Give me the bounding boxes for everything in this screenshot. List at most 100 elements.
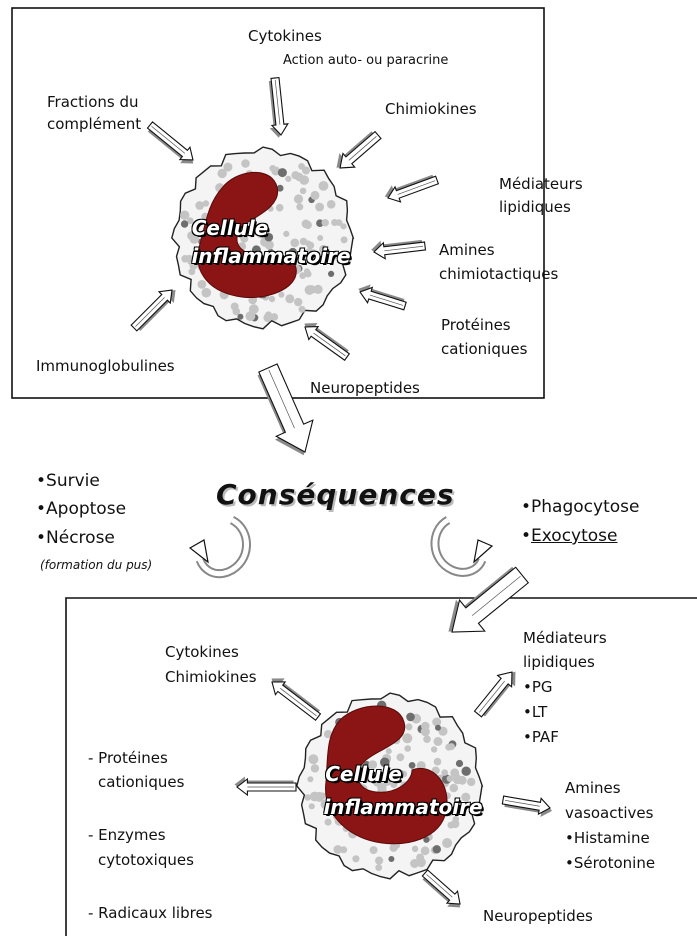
granule xyxy=(322,219,329,226)
granule xyxy=(327,200,336,209)
top-amines-label-line2: chimiotactiques xyxy=(439,264,558,284)
bottom-amine-item-serotonine: •Sérotonine xyxy=(565,853,655,873)
granule xyxy=(388,856,394,862)
exocytose-bullet: • xyxy=(521,526,531,546)
top-chimiokines-label: Chimiokines xyxy=(385,99,477,119)
granule xyxy=(241,159,250,168)
granule xyxy=(181,220,188,227)
flow-arrow xyxy=(235,777,297,796)
top-fractions-label-line1: Fractions du xyxy=(47,92,139,112)
granule xyxy=(402,733,412,743)
granule xyxy=(441,769,448,776)
granule xyxy=(296,203,303,210)
granule xyxy=(299,306,306,313)
granule xyxy=(305,285,315,295)
granule xyxy=(412,846,418,852)
granule xyxy=(202,288,212,298)
granule xyxy=(300,188,307,195)
bottom-mediateur-item-paf: •PAF xyxy=(523,727,559,747)
bottom-chimiokines-label: Chimiokines xyxy=(165,667,257,687)
granule xyxy=(283,231,289,237)
flow-arrow xyxy=(418,867,467,914)
granule xyxy=(319,181,329,191)
top-cytokines-label: Cytokines xyxy=(248,26,322,46)
granule xyxy=(340,223,346,229)
flow-arrow xyxy=(265,672,324,723)
exocytose-text: Exocytose xyxy=(531,526,617,546)
granule xyxy=(434,737,443,746)
granule xyxy=(431,746,437,752)
curved-arrow-right xyxy=(435,520,492,572)
flow-arrow xyxy=(247,360,324,463)
granule xyxy=(445,744,452,751)
granule xyxy=(386,748,392,754)
granule xyxy=(180,211,189,220)
granule xyxy=(314,285,323,294)
bottom-cell-label-line2: inflammatoire xyxy=(318,796,488,819)
granule xyxy=(442,838,452,848)
granule xyxy=(198,280,207,289)
bottom-cell-label-line1: Cellule xyxy=(316,763,411,786)
granule xyxy=(195,201,204,210)
granule xyxy=(269,296,275,302)
granule xyxy=(304,268,310,274)
bottom-mediateur-item-lt: •LT xyxy=(523,702,547,722)
top-amines-label-line1: Amines xyxy=(439,240,495,260)
granule xyxy=(435,725,441,731)
granule xyxy=(307,776,313,782)
bottom-radicaux-label: - Radicaux libres xyxy=(88,903,212,923)
top-neuropeptides-label: Neuropeptides xyxy=(310,378,420,398)
granule xyxy=(456,760,463,767)
bottom-mediateur-item-pg: •PG xyxy=(523,677,553,697)
bottom-proteines-label-line2: cationiques xyxy=(98,772,184,792)
consequence-right-item-1: •Phagocytose xyxy=(521,496,639,519)
curved-arrow-left xyxy=(190,520,247,574)
granule xyxy=(406,723,413,730)
granule xyxy=(237,314,243,320)
flow-arrow xyxy=(382,170,440,206)
consequence-left-item-3: •Nécrose xyxy=(36,527,115,550)
granule xyxy=(375,857,383,865)
granule xyxy=(375,864,382,871)
top-action-label: Action auto- ou paracrine xyxy=(283,51,448,71)
flow-arrow xyxy=(265,77,290,138)
granule xyxy=(333,845,342,854)
consequence-left-item-1: •Survie xyxy=(36,470,100,493)
granule xyxy=(276,204,284,212)
granule xyxy=(317,235,323,241)
granule xyxy=(433,845,441,853)
granule xyxy=(467,778,475,786)
granule xyxy=(325,819,332,826)
granule xyxy=(423,735,431,743)
top-cell-label-line1: Cellule xyxy=(190,217,270,240)
consequence-right-item-2: •Exocytose xyxy=(521,525,618,548)
granule xyxy=(453,774,460,781)
top-proteines-label-line1: Protéines xyxy=(441,315,511,335)
granule xyxy=(189,268,196,275)
bottom-mediateurs-label-line2: lipidiques xyxy=(523,652,595,672)
flow-arrow xyxy=(501,792,554,819)
granule xyxy=(302,220,311,229)
bottom-amines-label-line2: vasoactives xyxy=(565,803,653,823)
granule xyxy=(285,176,291,182)
flow-arrow xyxy=(355,281,408,313)
consequence-left-item-2: •Apoptose xyxy=(36,498,126,521)
granule xyxy=(404,745,411,752)
bottom-mediateurs-label-line1: Médiateurs xyxy=(523,628,607,648)
granule xyxy=(223,163,232,172)
granule xyxy=(434,758,442,766)
granule xyxy=(370,846,378,854)
granule xyxy=(218,171,225,178)
granule xyxy=(294,194,303,203)
top-fractions-label-line2: complément xyxy=(47,114,141,134)
granule xyxy=(315,203,324,212)
flow-arrow xyxy=(128,283,181,336)
top-proteines-label-line2: cationiques xyxy=(441,339,527,359)
granule xyxy=(271,313,279,321)
top-mediateurs-label-line2: lipidiques xyxy=(499,197,571,217)
flow-arrow xyxy=(471,664,522,721)
granule xyxy=(309,803,315,809)
granule xyxy=(294,298,302,306)
granule xyxy=(447,775,454,782)
